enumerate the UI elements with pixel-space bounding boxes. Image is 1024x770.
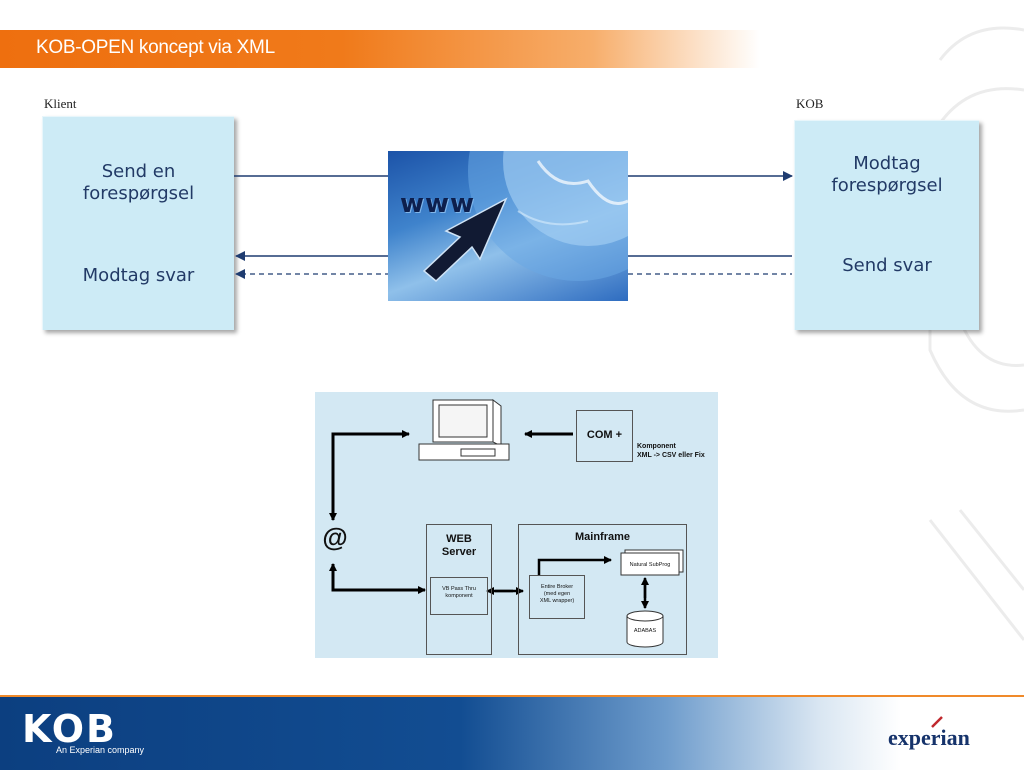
kob-label: KOB [796, 96, 824, 111]
entire-line1: Entire Broker [540, 584, 574, 590]
www-label: www [400, 189, 476, 219]
kob-tagline: An Experian company [56, 745, 145, 755]
www-globe-image: www [388, 151, 628, 301]
client-receive-text: Modtag svar [82, 265, 195, 286]
experian-accent-icon [931, 716, 943, 728]
footer-bar: KOB An Experian company experian [0, 695, 1024, 770]
kob-send-text: Send svar [842, 255, 932, 276]
com-plus-box: COM + [576, 410, 633, 462]
mainframe-box: Mainframe Entire Broker (med egen XML wr… [518, 524, 687, 655]
client-send-line1: Send en [101, 161, 176, 182]
computer-icon [418, 399, 510, 461]
entire-line3: XML wrapper) [539, 598, 575, 604]
globe-icon [468, 151, 628, 281]
vb-line1: VB Pass Thru [442, 586, 476, 592]
mainframe-label: Mainframe [574, 531, 631, 543]
web-server-line1: WEB [446, 533, 472, 545]
title-bar: KOB-OPEN koncept via XML [0, 30, 760, 68]
vb-line2: komponent [445, 593, 473, 599]
experian-logo: experian [888, 725, 970, 750]
cursor-arrow-icon [422, 197, 508, 283]
kob-logo: KOB [22, 707, 118, 751]
com-plus-label: COM + [586, 429, 623, 441]
adabas-label: ADABAS [633, 628, 657, 634]
component-note-line2: XML -> CSV eller Fix [637, 452, 705, 459]
adabas-cylinder-icon [626, 610, 664, 648]
natural-subprog-stack [620, 549, 684, 576]
kob-receive-line2: forespørgsel [831, 175, 943, 196]
component-note-line1: Komponent [637, 443, 676, 450]
vb-pass-thru-box: VB Pass Thru komponent [430, 577, 488, 615]
natural-label: Natural SubProg [629, 562, 671, 568]
kob-box: Modtag forespørgsel Send svar [794, 120, 979, 330]
at-symbol: @ [322, 522, 348, 552]
web-server-line2: Server [441, 546, 477, 558]
client-label: Klient [44, 96, 77, 111]
kob-receive-line1: Modtag [853, 153, 921, 174]
client-send-line2: forespørgsel [82, 183, 195, 204]
slide-title: KOB-OPEN koncept via XML [36, 37, 275, 58]
architecture-diagram: COM + Komponent XML -> CSV eller Fix @ W… [315, 392, 718, 658]
entire-line2: (med egen [543, 591, 571, 597]
architecture-lines [329, 399, 684, 648]
web-server-box: WEB Server VB Pass Thru komponent [426, 524, 492, 655]
client-box: Send en forespørgsel Modtag svar [42, 116, 234, 330]
entire-broker-box: Entire Broker (med egen XML wrapper) [529, 575, 585, 619]
